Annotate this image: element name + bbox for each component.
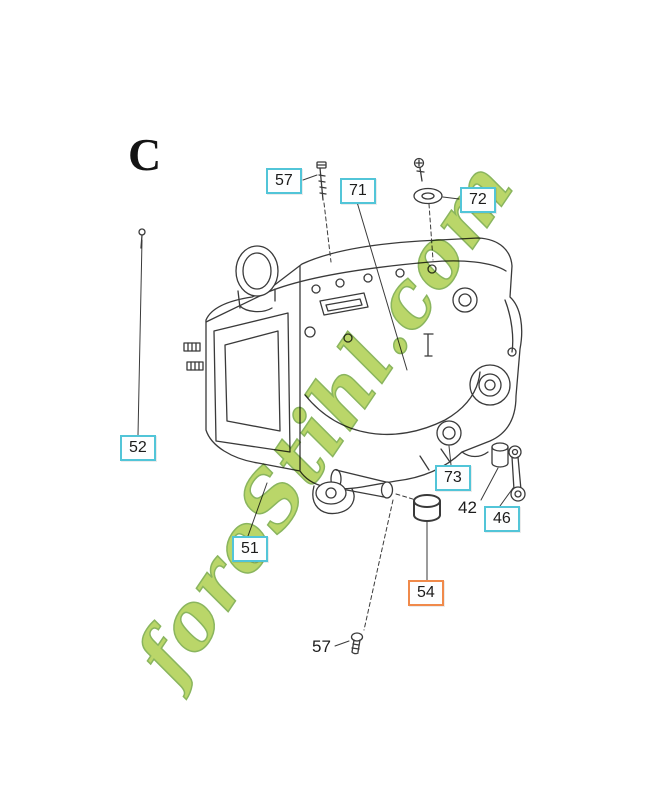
grommet-72-part — [413, 187, 443, 205]
callout-72: 72 — [460, 187, 496, 213]
leader-46 — [499, 487, 514, 507]
bolt-57-top-part — [316, 161, 327, 201]
callout-42: 42 — [458, 498, 477, 517]
leader-57-top — [302, 174, 318, 181]
screw-72-part — [413, 157, 425, 182]
section-letter: C — [128, 129, 162, 180]
bearing-73-part — [436, 420, 462, 446]
leader-42 — [480, 467, 499, 501]
leader-lines — [137, 174, 514, 647]
callout-73: 73 — [435, 465, 471, 491]
roller-42-part — [491, 442, 509, 468]
callout-57-top: 57 — [266, 168, 302, 194]
leader-72 — [442, 196, 460, 200]
callout-51: 51 — [232, 536, 268, 562]
callout-52: 52 — [120, 435, 156, 461]
leader-73 — [448, 445, 452, 466]
callout-54: 54 — [408, 580, 444, 606]
bushing-54-part — [413, 494, 441, 522]
leader-71 — [356, 201, 408, 371]
callout-57-bottom: 57 — [312, 637, 331, 656]
leader-52 — [137, 239, 143, 436]
callout-46: 46 — [484, 506, 520, 532]
leader-57-bottom — [334, 640, 350, 647]
link-46-part — [508, 445, 526, 502]
crankcase-body — [183, 237, 523, 515]
assembly-axes — [323, 202, 434, 631]
leader-51 — [247, 482, 268, 537]
bolt-57-bottom-part — [350, 632, 364, 655]
callout-71: 71 — [340, 178, 376, 204]
